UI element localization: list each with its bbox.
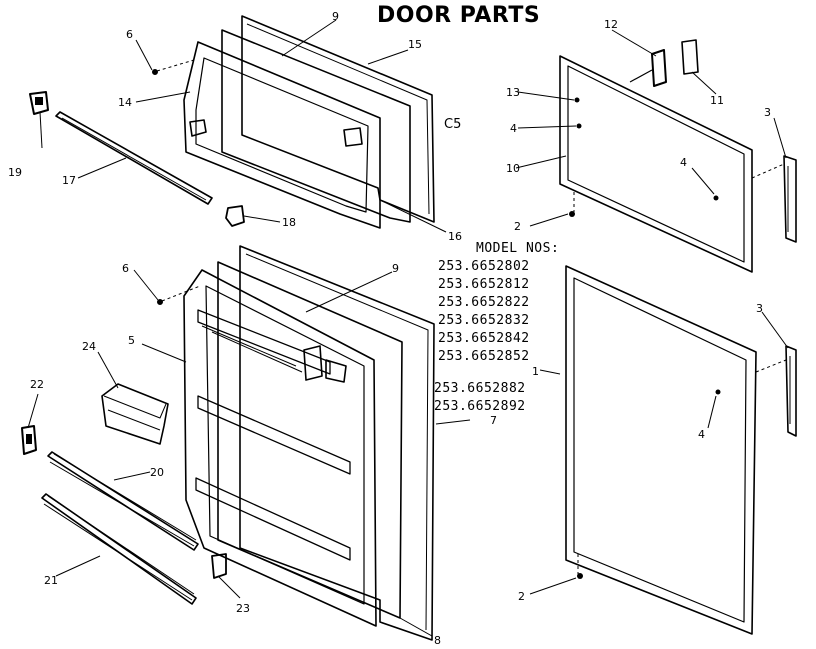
callout-11: 11 bbox=[710, 94, 724, 107]
callout-22: 22 bbox=[30, 378, 44, 391]
section-code: C5 bbox=[444, 117, 461, 132]
model-number: 253.6652842 bbox=[438, 331, 530, 346]
freezer-door-gasket bbox=[241, 15, 435, 223]
model-number: 253.6652882 bbox=[434, 381, 526, 396]
callout-3-lower: 3 bbox=[756, 302, 763, 315]
model-number: 253.6652812 bbox=[438, 277, 530, 292]
callout-16: 16 bbox=[448, 230, 462, 243]
upper-hinge-bracket bbox=[651, 49, 667, 87]
callout-10: 10 bbox=[506, 162, 520, 175]
model-nos-heading: MODEL NOS: bbox=[476, 241, 559, 256]
model-numbers: MODEL NOS: 253.6652802 253.6652812 253.6… bbox=[434, 241, 559, 427]
callout-8: 8 bbox=[434, 634, 441, 647]
callout-24: 24 bbox=[82, 340, 96, 353]
callout-20: 20 bbox=[150, 466, 164, 479]
door-clip bbox=[225, 205, 245, 227]
callout-4-a: 4 bbox=[510, 122, 517, 135]
callout-2-upper: 2 bbox=[514, 220, 521, 233]
callout-13: 13 bbox=[506, 86, 520, 99]
callout-5: 5 bbox=[128, 334, 135, 347]
door-clip-lower bbox=[211, 553, 227, 579]
callout-4-c: 4 bbox=[698, 428, 705, 441]
diagram-title: DOOR PARTS bbox=[377, 3, 540, 28]
callout-19-left: 19 bbox=[8, 166, 22, 179]
freezer-door-liner bbox=[221, 29, 411, 223]
door-trim-upper bbox=[47, 451, 199, 551]
door-trim-lower bbox=[41, 493, 197, 605]
callout-4-b: 4 bbox=[680, 156, 687, 169]
model-number: 253.6652892 bbox=[434, 399, 526, 414]
model-number: 253.6652832 bbox=[438, 313, 530, 328]
freezer-outer-door bbox=[559, 55, 753, 273]
screw-icon bbox=[157, 298, 164, 305]
fresh-food-outer-door bbox=[565, 265, 757, 635]
hinge-cover-left bbox=[29, 91, 49, 115]
model-group-a-ref: 1 bbox=[532, 365, 540, 378]
freezer-door-handle bbox=[783, 155, 797, 243]
hinge-cap bbox=[681, 39, 699, 75]
callout-15: 15 bbox=[408, 38, 422, 51]
callout-17: 17 bbox=[62, 174, 76, 187]
callout-21: 21 bbox=[44, 574, 58, 587]
fresh-food-door-gasket bbox=[239, 245, 435, 641]
model-group-b-ref: 7 bbox=[490, 414, 498, 427]
callout-14: 14 bbox=[118, 96, 132, 109]
freezer-trim-strip bbox=[55, 111, 213, 205]
callout-9-upper: 9 bbox=[332, 10, 339, 23]
callout-6-lower: 6 bbox=[122, 262, 129, 275]
callout-9-lower: 9 bbox=[392, 262, 399, 275]
callout-18: 18 bbox=[282, 216, 296, 229]
fresh-food-door-handle bbox=[785, 345, 797, 437]
callout-12: 12 bbox=[604, 18, 618, 31]
callout-2-lower: 2 bbox=[518, 590, 525, 603]
freezer-door-inner-panel bbox=[183, 41, 381, 229]
fresh-food-door-inner-panel bbox=[183, 269, 377, 627]
model-number: 253.6652802 bbox=[438, 259, 530, 274]
callout-3-upper: 3 bbox=[764, 106, 771, 119]
hinge-cover-lower bbox=[21, 425, 37, 455]
callout-23: 23 bbox=[236, 602, 250, 615]
model-number: 253.6652822 bbox=[438, 295, 530, 310]
butter-compartment bbox=[101, 383, 169, 445]
model-number: 253.6652852 bbox=[438, 349, 530, 364]
callout-6-upper: 6 bbox=[126, 28, 133, 41]
screw-icon bbox=[152, 69, 159, 76]
